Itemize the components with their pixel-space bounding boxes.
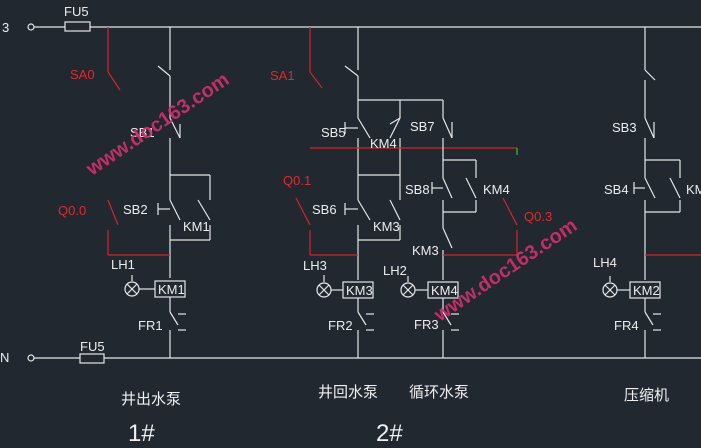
label-fr3: FR3 [414,317,439,332]
label-km4-nc: KM4 [370,136,397,151]
caption-well-pump: 井出水泵 [121,390,181,408]
label-q01: Q0.1 [283,173,311,188]
watermark-left: www.doc163.com [82,68,234,180]
branch-compressor [602,27,701,358]
label-sb4: SB4 [604,182,629,197]
label-fr1: FR1 [138,318,163,333]
label-km3-interlock: KM3 [412,243,439,258]
label-lh2: LH2 [383,263,407,278]
label-sb3: SB3 [612,120,637,135]
label-q03: Q0.3 [524,209,552,224]
label-km3: KM3 [373,219,400,234]
label-km4-coil: KM4 [431,283,458,298]
label-sa0: SA0 [70,67,95,82]
top-rail [27,21,701,32]
branch-circulation-pump [400,99,518,358]
label-fr2: FR2 [328,318,353,333]
label-km1-coil: KM1 [158,282,185,297]
label-sb1: SB1 [130,125,155,140]
caption-return-pump: 井回水泵 [318,383,378,401]
label-q00: Q0.0 [58,203,86,218]
label-sb6: SB6 [312,202,337,217]
label-sb2: SB2 [123,202,148,217]
label-fr4: FR4 [614,318,639,333]
label-km3-coil: KM3 [346,283,373,298]
bottom-fuse-label: FU5 [80,339,105,354]
label-lh4: LH4 [593,255,617,270]
bottom-left-mark: N [0,350,9,365]
label-km-cut: KM [686,182,701,197]
label-km1: KM1 [183,219,210,234]
caption-group-1: 1# [128,420,155,443]
top-left-mark: 3 [2,20,9,35]
caption-group-2: 2# [376,420,403,443]
label-sb5: SB5 [321,125,346,140]
caption-circulation-pump: 循环水泵 [409,383,469,401]
label-lh3: LH3 [303,258,327,273]
branch-return-pump [295,27,518,358]
label-sb7: SB7 [410,119,435,134]
watermark-right: www.doc163.com [430,214,582,326]
label-km4-no: KM4 [483,182,510,197]
top-fuse-label: FU5 [64,4,89,19]
label-sa1: SA1 [270,68,295,83]
label-lh1: LH1 [111,257,135,272]
caption-compressor: 压缩机 [624,386,669,404]
bottom-rail [27,353,701,364]
label-sb8: SB8 [405,182,430,197]
branch-well-pump [107,27,211,358]
label-km2-coil: KM2 [633,283,660,298]
